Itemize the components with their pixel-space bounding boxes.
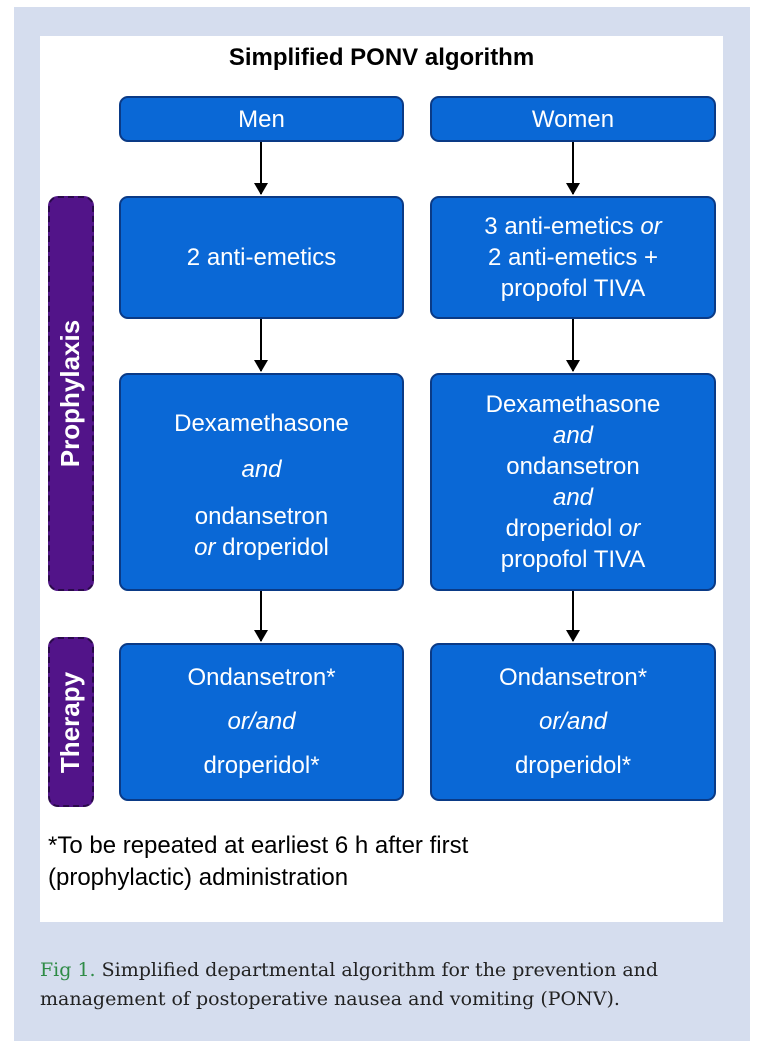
women-arrow-2	[566, 319, 580, 372]
women-step2-line2: and	[552, 422, 594, 449]
therapy-side-text: Therapy	[55, 671, 86, 773]
footnote: *To be repeated at earliest 6 h after fi…	[48, 830, 688, 894]
caption-text: Simplified departmental algorithm for th…	[40, 959, 659, 1010]
men-header-label: Men	[238, 105, 285, 133]
men-header-box: Men	[119, 96, 404, 142]
women-step1-line2: 2 anti-emetics +	[487, 244, 659, 271]
women-therapy-box: Ondansetron* or/and droperidol*	[430, 643, 716, 801]
men-therapy-line3: droperidol*	[203, 752, 320, 779]
men-prophylaxis-step1: 2 anti-emetics	[119, 196, 404, 319]
men-step2-line2: and	[241, 456, 282, 483]
men-step2-line4-or: or	[194, 534, 216, 561]
women-step2-line4: and	[552, 484, 594, 511]
women-therapy-line2: or/and	[538, 708, 608, 735]
men-prophylaxis-step1-text: 2 anti-emetics	[186, 244, 337, 271]
caption-label: Fig 1.	[40, 959, 96, 981]
men-arrow-3	[254, 591, 268, 642]
women-arrow-1	[566, 142, 580, 195]
women-step2-line5-or: or	[619, 515, 641, 542]
men-prophylaxis-step2: Dexamethasone and ondansetron or droperi…	[119, 373, 404, 591]
women-step2-line5-main: droperidol	[505, 515, 620, 542]
footnote-line1: *To be repeated at earliest 6 h after fi…	[48, 832, 469, 859]
prophylaxis-side-text: Prophylaxis	[55, 319, 86, 468]
men-arrow-1	[254, 142, 268, 195]
men-therapy-line1: Ondansetron*	[187, 664, 336, 691]
figure-caption: Fig 1. Simplified departmental algorithm…	[40, 956, 740, 1014]
women-arrow-3	[566, 591, 580, 642]
prophylaxis-side-label: Prophylaxis	[48, 196, 94, 591]
women-prophylaxis-step1: 3 anti-emetics or 2 anti-emetics + propo…	[430, 196, 716, 319]
women-step2-line3: ondansetron	[506, 453, 640, 480]
women-step1-line3: propofol TIVA	[500, 275, 646, 302]
women-step2-line1: Dexamethasone	[485, 391, 661, 418]
therapy-side-label: Therapy	[48, 637, 94, 807]
women-therapy-line1: Ondansetron*	[498, 664, 648, 691]
women-step1-line1-main: 3 anti-emetics	[484, 213, 641, 240]
diagram-title: Simplified PONV algorithm	[228, 44, 535, 71]
women-therapy-line3: droperidol*	[514, 752, 632, 779]
women-step2-line6: propofol TIVA	[500, 546, 646, 573]
men-arrow-2	[254, 319, 268, 372]
women-header-label: Women	[531, 105, 615, 133]
women-prophylaxis-step2: Dexamethasone and ondansetron and droper…	[430, 373, 716, 591]
men-step2-line4: or droperidol	[194, 532, 329, 563]
men-therapy-line2: or/and	[227, 708, 296, 735]
women-step1-line1-or: or	[640, 213, 662, 240]
women-step2-line5: droperidol or	[506, 513, 641, 544]
women-step1-line1: 3 anti-emetics or	[484, 211, 661, 242]
footnote-line2: (prophylactic) administration	[48, 864, 349, 891]
women-header-box: Women	[430, 96, 716, 142]
men-step2-line3: ondansetron	[194, 503, 329, 530]
men-step2-line1: Dexamethasone	[174, 410, 349, 437]
men-therapy-box: Ondansetron* or/and droperidol*	[119, 643, 404, 801]
men-step2-line4-rest: droperidol	[215, 534, 329, 561]
